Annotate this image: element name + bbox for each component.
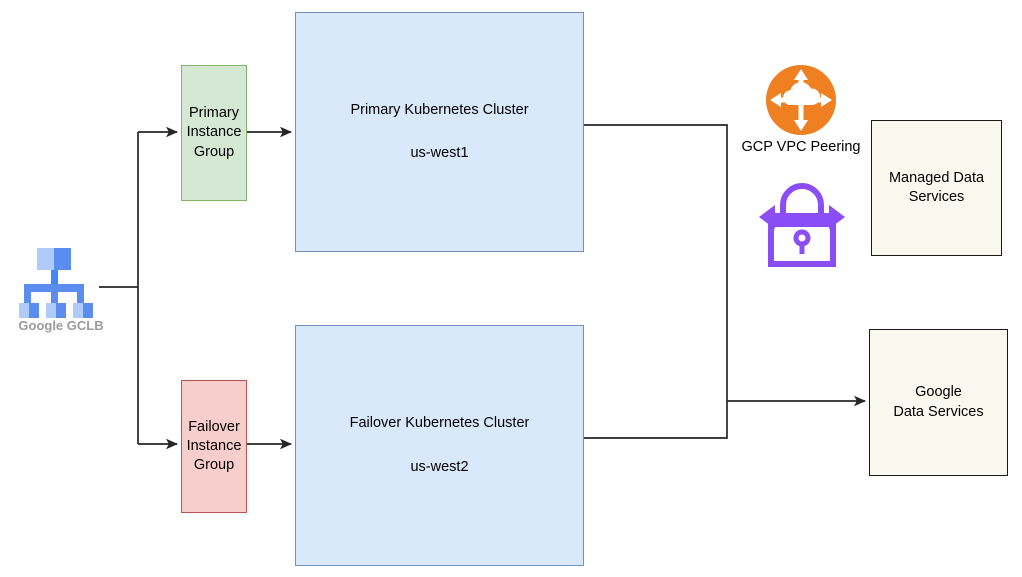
node-google-gclb[interactable]: Google GCLB [17, 246, 105, 346]
edge-primary-cluster-to-merge [584, 124, 728, 401]
node-google-data-services[interactable]: Google Data Services [869, 329, 1008, 476]
google-data-line-2: Data Services [893, 403, 984, 420]
node-google-gclb-label: Google GCLB [18, 318, 104, 333]
google-data-line-1: Google [915, 384, 962, 401]
failover-ig-line-1: Failover [188, 418, 240, 435]
primary-ig-line-2: Instance [186, 124, 242, 141]
edge-failover-cluster-to-merge [584, 401, 728, 439]
node-primary-instance-group[interactable]: Primary Instance Group [181, 65, 247, 201]
failover-cluster-title: Failover Kubernetes Cluster [349, 415, 530, 432]
failover-cluster-region: us-west2 [410, 458, 469, 475]
node-failover-instance-group[interactable]: Failover Instance Group [181, 380, 247, 513]
node-gcp-vpc-peering-label: GCP VPC Peering [741, 139, 861, 155]
vpc-peering-icon [766, 65, 836, 135]
primary-ig-line-3: Group [193, 143, 235, 160]
node-managed-data-services[interactable]: Managed Data Services [871, 120, 1002, 256]
managed-data-line-2: Services [908, 189, 965, 205]
failover-ig-line-2: Instance [186, 437, 242, 454]
primary-cluster-region: us-west1 [410, 145, 469, 161]
node-gcp-vpc-peering[interactable] [765, 64, 837, 136]
node-failover-kubernetes-cluster[interactable]: Failover Kubernetes Cluster us-west2 [295, 325, 584, 566]
managed-data-line-1: Managed Data [888, 169, 985, 186]
node-primary-kubernetes-cluster[interactable]: Primary Kubernetes Cluster us-west1 [295, 12, 584, 252]
node-secure-lock[interactable] [757, 172, 847, 268]
primary-ig-line-1: Primary [189, 105, 239, 122]
secure-lock-arrows-icon [759, 183, 845, 267]
google-cloud-load-balancer-icon [19, 248, 93, 318]
primary-cluster-title: Primary Kubernetes Cluster [350, 101, 529, 118]
failover-ig-line-3: Group [193, 457, 235, 474]
